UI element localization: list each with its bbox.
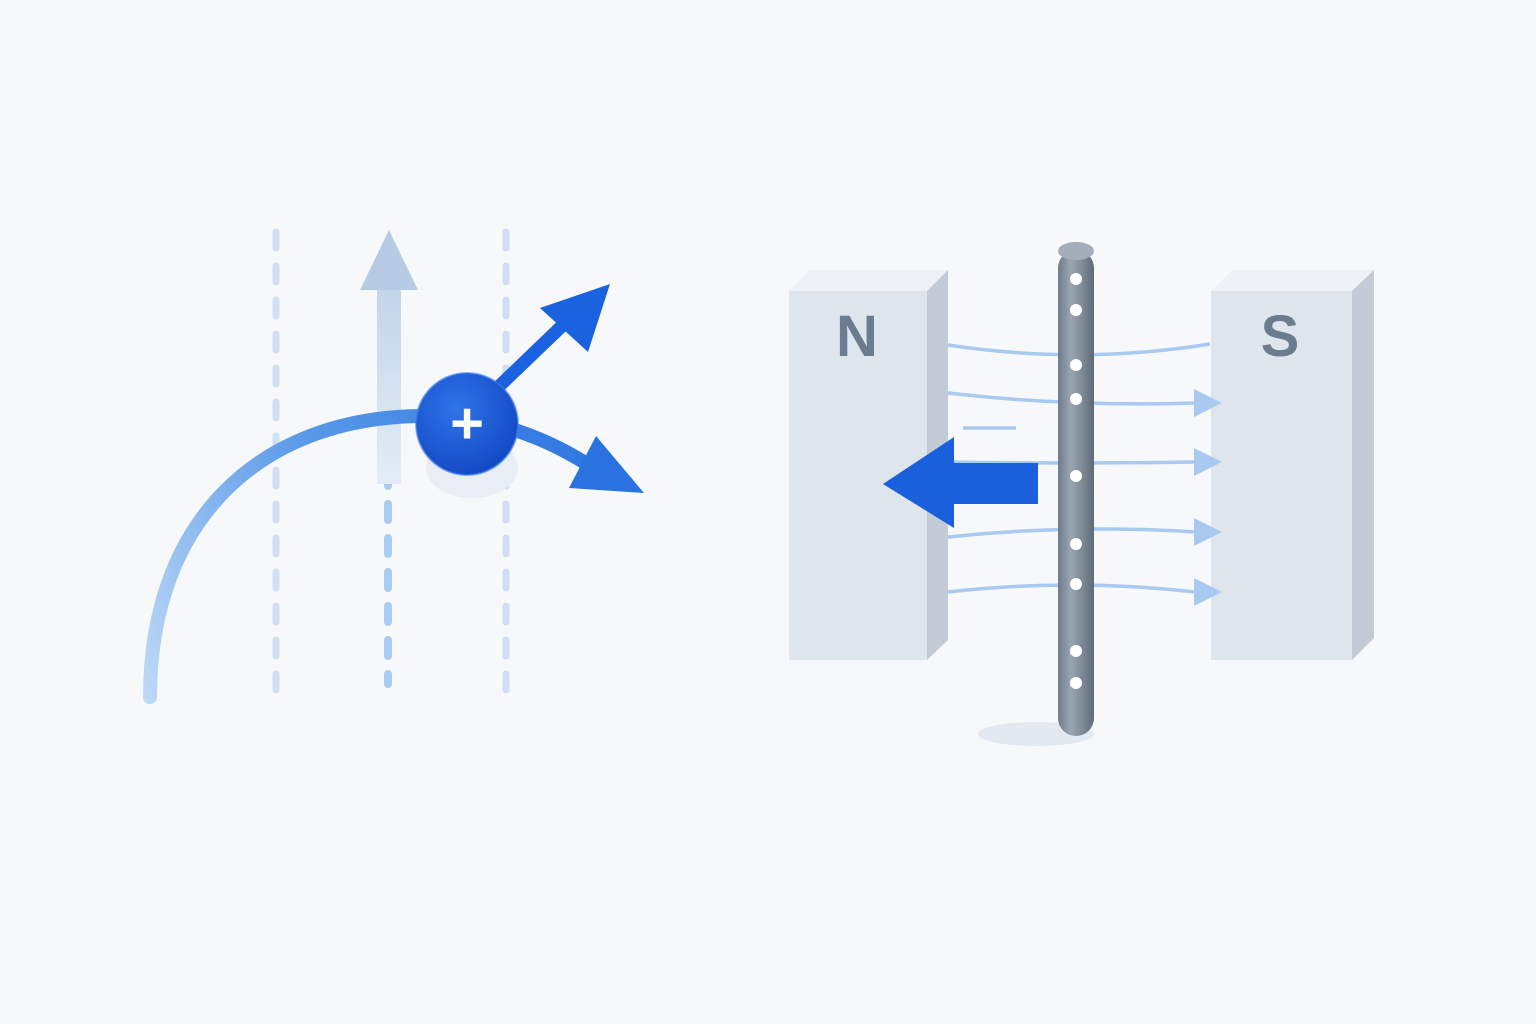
current-dots — [1070, 273, 1082, 689]
current-dot — [1070, 645, 1082, 657]
charge-sign: + — [450, 391, 484, 456]
field-arrowhead-4 — [1194, 578, 1222, 606]
current-dot — [1070, 578, 1082, 590]
trajectory-arrowhead-icon — [569, 436, 644, 493]
field-arrowhead-3 — [1194, 518, 1222, 546]
field-arrowhead-1 — [1194, 389, 1222, 417]
south-magnet: S — [1211, 270, 1374, 660]
current-dot — [1070, 677, 1082, 689]
force-left-arrow — [883, 437, 1038, 528]
field-arrowheads — [1194, 389, 1222, 606]
conductor-rod — [1058, 242, 1094, 736]
current-dot — [1070, 273, 1082, 285]
north-pole-label: N — [836, 304, 878, 369]
velocity-up-arrow — [360, 230, 418, 484]
charge-ring — [415, 372, 519, 476]
current-dot — [1070, 359, 1082, 371]
trajectory-path — [143, 408, 597, 704]
force-diagonal-arrow — [485, 284, 610, 400]
current-dot — [1070, 470, 1082, 482]
field-arrowhead-2 — [1194, 448, 1222, 476]
current-dot — [1070, 538, 1082, 550]
south-pole-label: S — [1261, 304, 1300, 369]
motor-effect-panel: N S — [789, 242, 1374, 746]
positive-charge — [416, 373, 518, 475]
current-dot — [1070, 304, 1082, 316]
current-dot — [1070, 393, 1082, 405]
charge-motion-panel: + — [143, 228, 644, 708]
